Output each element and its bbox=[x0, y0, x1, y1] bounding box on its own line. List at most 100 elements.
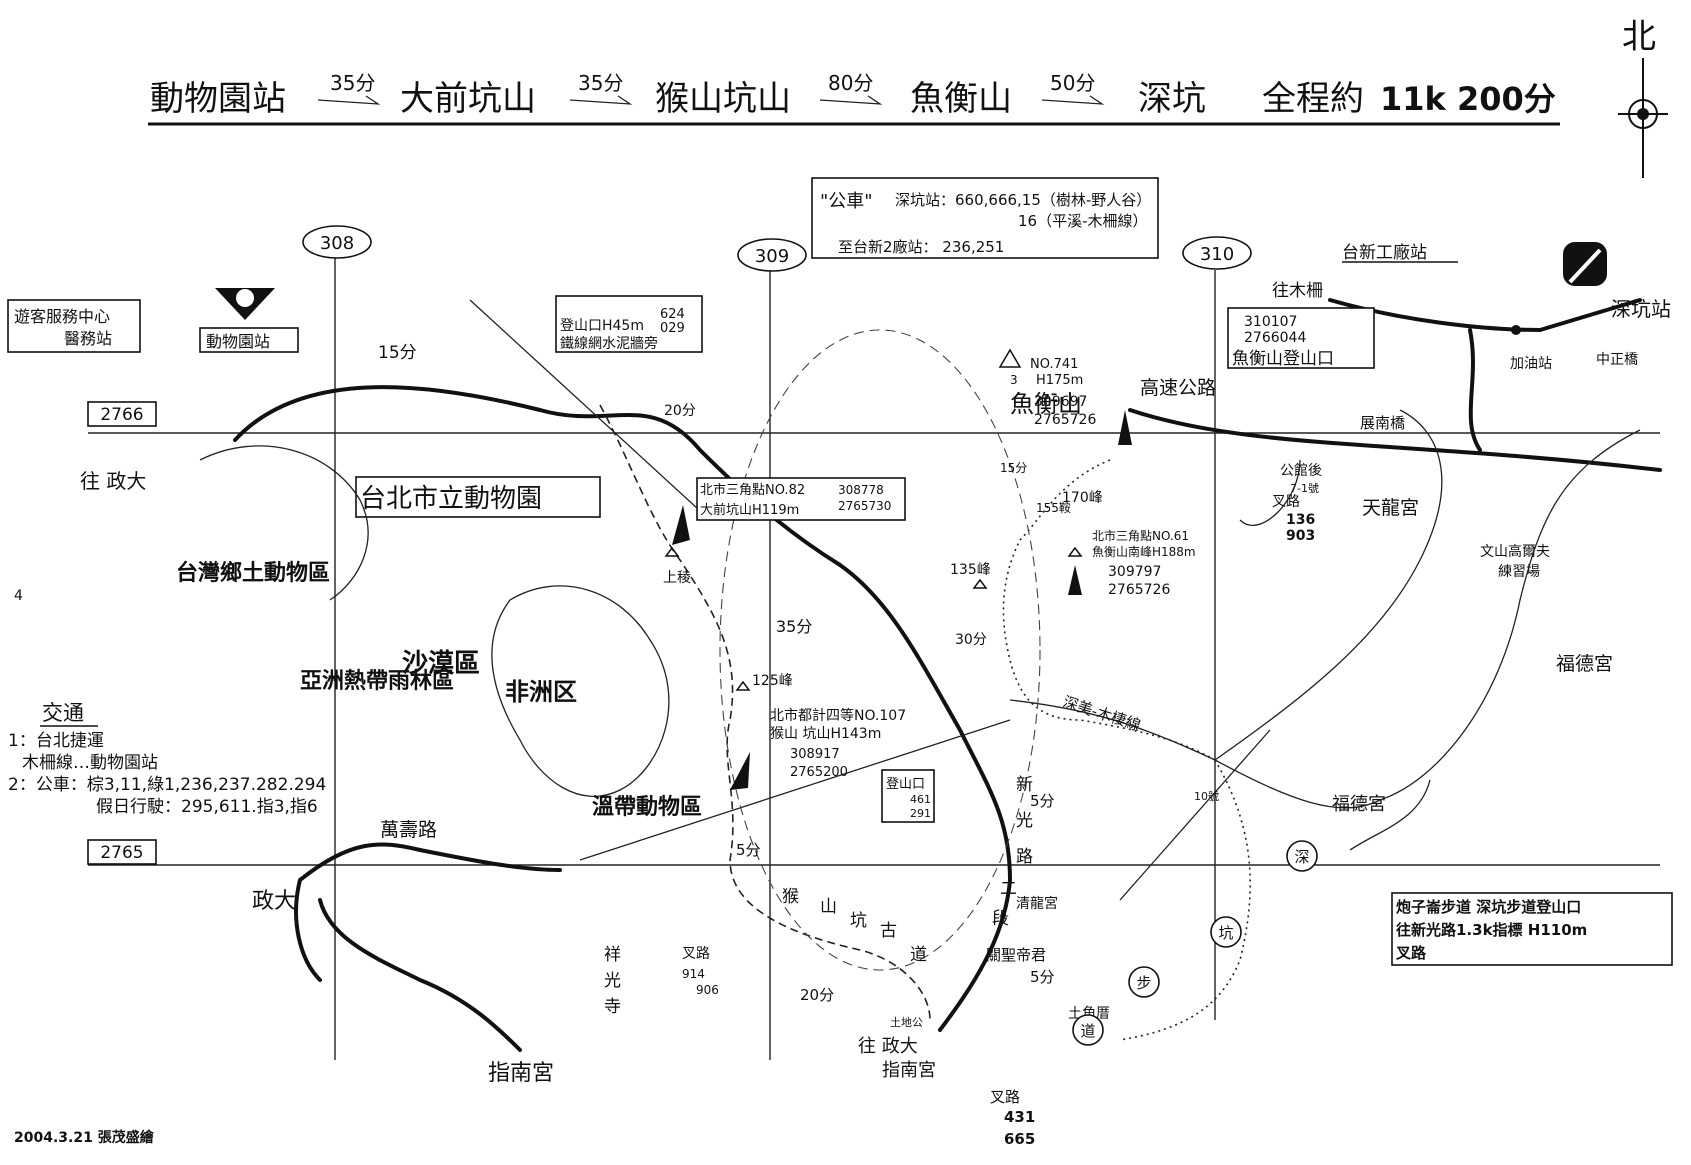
triangle-741-num: 3 bbox=[1010, 373, 1018, 387]
yuheng-h-label: H175m bbox=[1036, 373, 1083, 388]
grid-label-309 bbox=[737, 238, 807, 272]
fude-1-label: 福德宮 bbox=[1556, 653, 1613, 675]
pao-box bbox=[1391, 892, 1673, 966]
title-station-4: 魚衡山 bbox=[910, 79, 1012, 119]
title-total-value: 11k 200分 bbox=[1380, 80, 1556, 118]
xiangguang-char-2: 光 bbox=[604, 971, 621, 991]
transport-line-2: 木柵線…動物園站 bbox=[22, 753, 158, 773]
grid-label-2765 bbox=[87, 839, 157, 865]
fork-c-g2: 665 bbox=[1004, 1130, 1035, 1148]
trailhead-g1: 624 bbox=[660, 307, 685, 322]
qinglong-label: 清龍宮 bbox=[1016, 895, 1058, 912]
golf-label-2: 練習場 bbox=[1498, 564, 1540, 580]
yuheng-trail-label: 魚衡山登山口 bbox=[1232, 349, 1334, 369]
transport-line-3: 2：公車：棕3,11,綠1,236,237.282.294 bbox=[8, 775, 326, 795]
contour-loop bbox=[719, 329, 1041, 971]
daqian-g1: 308778 bbox=[838, 483, 884, 497]
peak-155-icon bbox=[1067, 546, 1083, 557]
compass-ring bbox=[1628, 99, 1658, 129]
desert-area-label: 沙漠區 bbox=[402, 649, 480, 679]
road-wanshou bbox=[298, 842, 562, 882]
grid-label-308-text: 308 bbox=[320, 233, 354, 254]
africa-area-label: 非洲区 bbox=[505, 677, 577, 706]
xinguang-char-2: 光 bbox=[1016, 811, 1033, 831]
title-total-label: 全程約 bbox=[1262, 79, 1364, 119]
north-compass: 北 bbox=[1618, 17, 1668, 178]
transport-heading: 交通 bbox=[42, 701, 84, 725]
bus-line-2: 16（平溪-木柵線） bbox=[1018, 212, 1148, 230]
vertical-labels: 新 光 路 二 段 猴 山 坑 古 道 祥 光 寺 bbox=[604, 775, 1033, 1017]
time-20b-label: 20分 bbox=[800, 986, 834, 1004]
station-logo-stripe bbox=[1568, 248, 1602, 284]
bus-line-1: 深坑站：660,666,15（樹林-野人谷） bbox=[895, 191, 1151, 209]
daqian-height-label: 大前坑山H119m bbox=[700, 502, 799, 518]
zoo-outline-1 bbox=[199, 445, 369, 601]
gas-station-icon bbox=[1511, 325, 1521, 335]
road-golf bbox=[1214, 429, 1641, 809]
peak-170-label: 170峰 bbox=[1062, 490, 1103, 506]
time-5a-label: 5分 bbox=[736, 841, 761, 859]
grid-label-310 bbox=[1182, 236, 1252, 270]
title-arrow-4 bbox=[1041, 95, 1105, 105]
title-station-2: 大前坑山 bbox=[400, 79, 536, 119]
yuheng-g2: 2765726 bbox=[1034, 412, 1096, 428]
medical-station-label: 醫務站 bbox=[64, 329, 112, 348]
trail-pao bbox=[1349, 779, 1431, 851]
zhongzheng-bridge-label: 中正橋 bbox=[1596, 352, 1638, 368]
time-30-label: 30分 bbox=[955, 632, 987, 648]
no10-label: 10號 bbox=[1194, 790, 1219, 803]
fork-b-g2: 906 bbox=[696, 983, 719, 997]
trail-shenkeng bbox=[1119, 759, 1251, 1041]
deep-trail-circle-4 bbox=[1072, 1014, 1104, 1046]
wanshou-road-label: 萬壽路 bbox=[380, 819, 437, 841]
title-station-5: 深坑 bbox=[1138, 79, 1206, 119]
road-zhengda bbox=[294, 878, 322, 982]
grid-label-310-text: 310 bbox=[1200, 244, 1234, 265]
zoo-name-label: 台北市立動物園 bbox=[360, 484, 542, 514]
bus-line-3: 至台新2廠站： 236,251 bbox=[838, 238, 1004, 256]
houshan-trig-label: 北市都計四等NO.107 bbox=[770, 707, 906, 724]
xiangguang-char-1: 祥 bbox=[604, 945, 621, 965]
peak-125-icon bbox=[735, 680, 751, 691]
trails bbox=[469, 299, 1641, 1041]
visitor-center-label: 遊客服務中心 bbox=[14, 307, 110, 326]
triangulation-marker-yh bbox=[1118, 410, 1132, 445]
trail-fork bbox=[1239, 459, 1301, 526]
zoo-outline-africa bbox=[491, 585, 670, 797]
title-time-4: 50分 bbox=[1050, 71, 1095, 95]
trail-main-south bbox=[599, 404, 931, 1021]
peak-135-icon bbox=[972, 578, 988, 589]
line-diag-1 bbox=[579, 719, 1011, 861]
peak-135-label: 135峰 bbox=[950, 562, 991, 578]
taixin-station-label: 台新工廠站 bbox=[1342, 242, 1427, 263]
grid-label-309-text: 309 bbox=[755, 246, 789, 267]
monkey-trail-char-5: 道 bbox=[910, 945, 927, 965]
road-zhinan bbox=[318, 898, 522, 1052]
rainforest-area-label: 亞洲熱帶雨林區 bbox=[300, 668, 454, 694]
yuheng-south-height: 魚衡山南峰H188m bbox=[1092, 544, 1196, 559]
trailhead-g2: 029 bbox=[660, 321, 685, 336]
grid-label-2766 bbox=[87, 401, 157, 427]
grid-label-2766-text: 2766 bbox=[100, 405, 143, 425]
time-5b-label: 5分 bbox=[1030, 792, 1055, 810]
yuheng-no-label: NO.741 bbox=[1030, 357, 1078, 372]
road-main bbox=[233, 385, 1012, 1032]
pao-line-1: 炮子崙步道 深坑步道登山口 bbox=[1396, 898, 1581, 916]
muzha-line-label: 深美-木棲線 bbox=[1061, 693, 1143, 735]
road-shenkeng bbox=[1538, 298, 1642, 332]
zoo-areas: 台灣鄉土動物區 沙漠區 非洲区 溫帶動物區 亞洲熱帶雨林區 bbox=[176, 445, 702, 820]
grid-label-2765-text: 2765 bbox=[100, 843, 143, 863]
title-time-3: 80分 bbox=[828, 71, 873, 95]
transport-legend: 交通 1：台北捷運 木柵線…動物園站 2：公車：棕3,11,綠1,236,237… bbox=[8, 701, 326, 817]
zhengda-label: 政大 bbox=[252, 889, 296, 914]
yuheng-trail-g1: 310107 bbox=[1244, 314, 1297, 330]
deep-trail-char-4: 道 bbox=[1080, 1022, 1095, 1040]
trailhead-b-label: 登山口 bbox=[886, 777, 925, 792]
houshan-height-label: 猴山 坑山H143m bbox=[770, 726, 881, 742]
boxed-labels: 遊客服務中心 醫務站 動物園站 台北市立動物園 登山口H45m 624 029 … bbox=[7, 177, 1673, 966]
houshan-g2: 2765200 bbox=[790, 765, 848, 780]
to-muzha-label: 往木柵 bbox=[1272, 281, 1323, 301]
time-15-label: 15分 bbox=[378, 343, 417, 363]
yuheng-trailhead-box bbox=[1227, 307, 1375, 369]
fork-g1: 136 bbox=[1286, 512, 1315, 528]
